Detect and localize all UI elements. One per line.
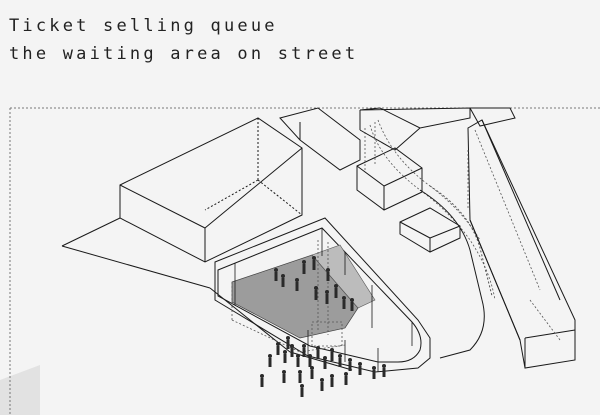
title-line-1: Ticket selling queue: [9, 16, 278, 36]
dashed-walkway: [364, 119, 496, 301]
title-line-2: the waiting area on street: [9, 44, 359, 64]
small-building-block-1: [356, 147, 423, 211]
long-ramp: [467, 119, 576, 369]
people-queue: [260, 336, 386, 397]
site-frame: [9, 107, 600, 415]
upper-buildings: [279, 107, 516, 171]
curved-ramp: [419, 185, 493, 359]
small-building-block-2: [399, 207, 461, 253]
people-inside: [274, 256, 354, 311]
large-building-block: [119, 117, 303, 263]
shadow-band: [0, 365, 40, 415]
title-block: Ticket selling queue the waiting area on…: [9, 12, 358, 68]
